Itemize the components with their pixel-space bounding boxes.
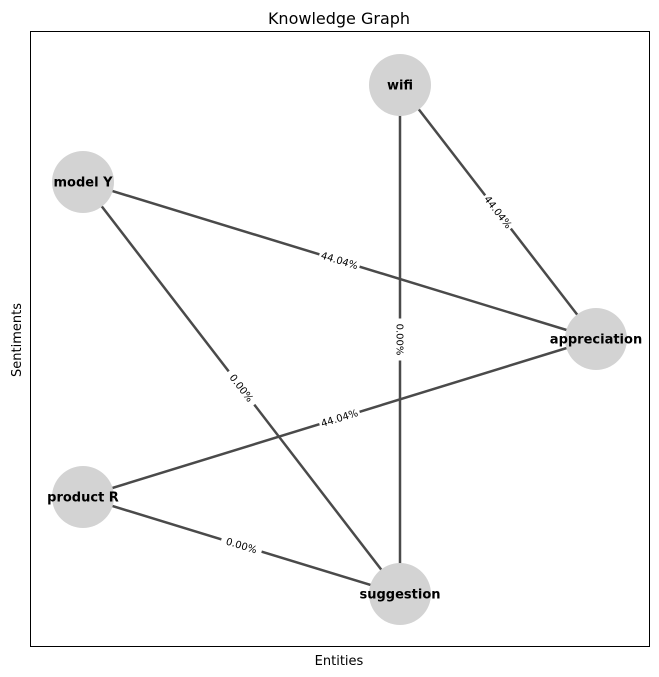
edge-label-background <box>219 532 264 559</box>
node-product_r <box>52 466 114 528</box>
edge-label-background <box>479 191 517 233</box>
edge-label-background <box>317 405 362 431</box>
edge-label-background <box>393 318 407 361</box>
node-suggestion <box>369 563 431 625</box>
edge-label-background <box>223 367 260 409</box>
node-model_y <box>52 151 114 213</box>
edge-label: 0.00% <box>394 324 405 356</box>
node-wifi <box>369 54 431 116</box>
x-axis-label: Entities <box>315 654 364 669</box>
edge-label-background <box>317 247 362 274</box>
graph-title: Knowledge Graph <box>268 9 410 28</box>
y-axis-label: Sentiments <box>10 303 25 377</box>
plot-frame <box>30 31 650 647</box>
edge-label-group: 0.00% <box>393 318 407 361</box>
node-label-wifi: wifi <box>387 79 413 94</box>
node-label-product_r: product R <box>47 491 119 506</box>
node-label-suggestion: suggestion <box>359 588 440 603</box>
nodes-layer: wifi model Y appreciation product R suggesti… <box>47 54 642 625</box>
node-appreciation <box>565 308 627 370</box>
node-label-model_y: model Y <box>54 176 114 191</box>
node-label-appreciation: appreciation <box>550 333 642 348</box>
